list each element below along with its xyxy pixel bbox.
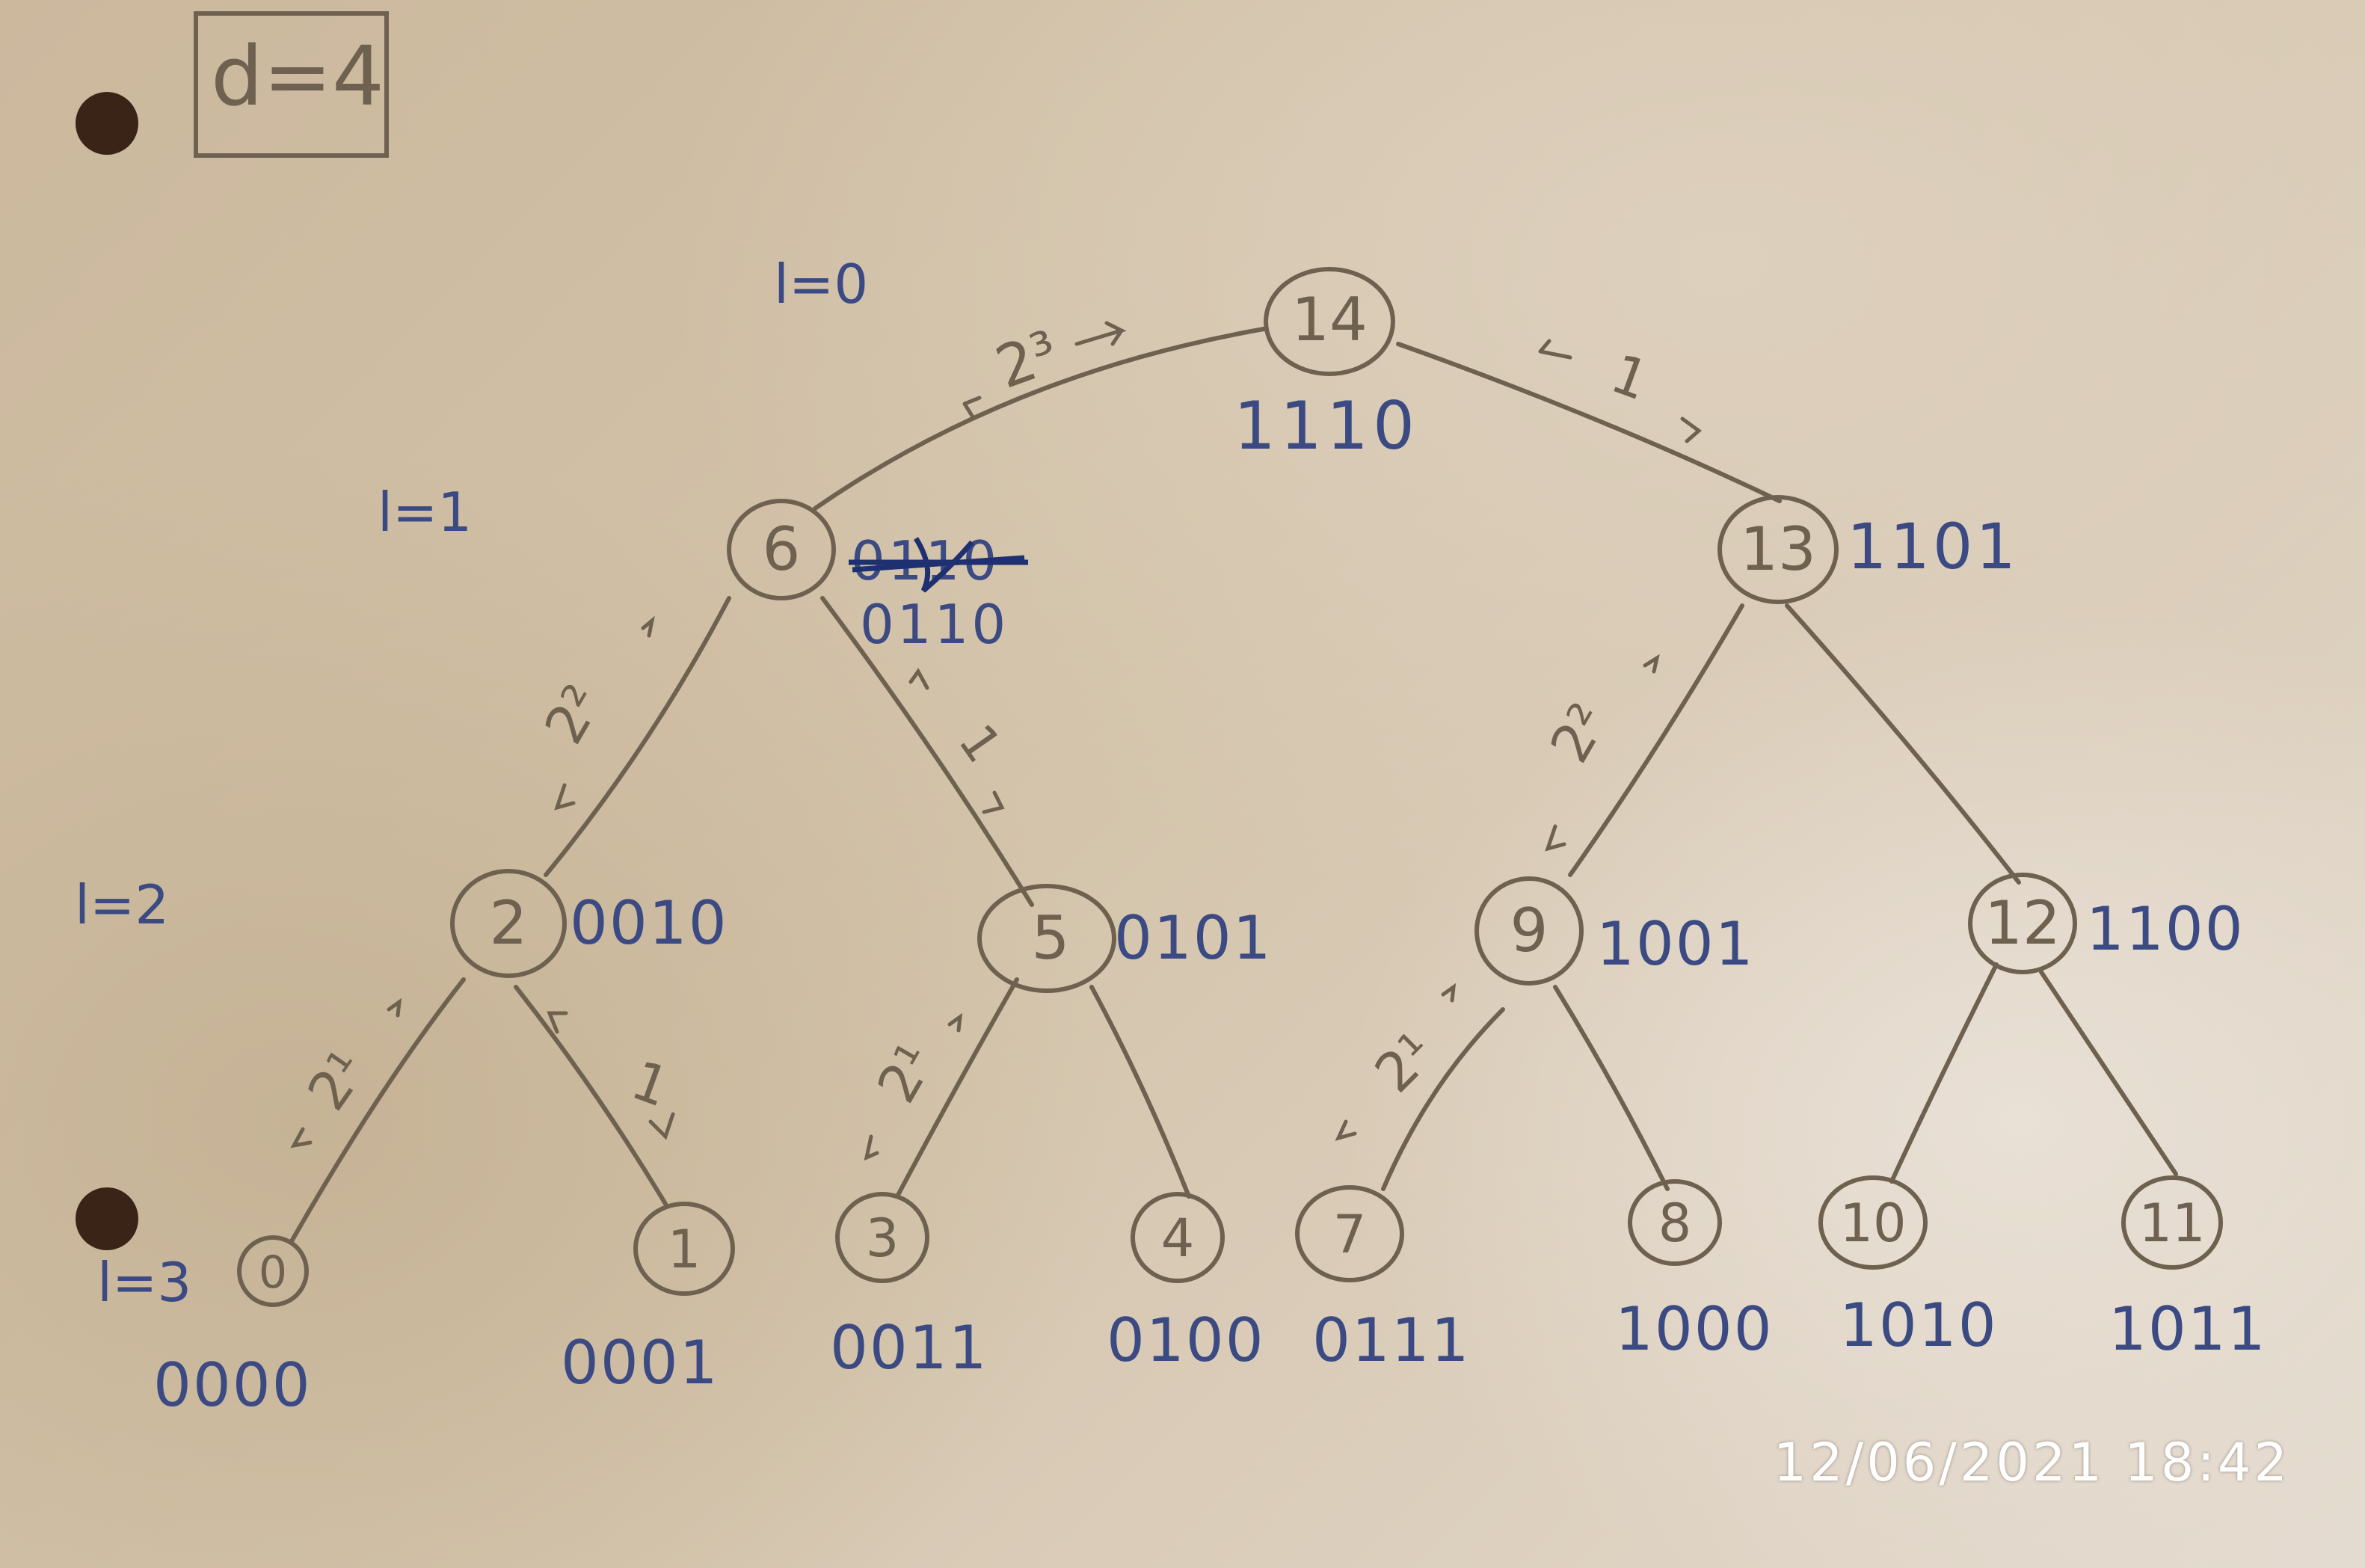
photo-timestamp: 12/06/2021 18:42 [1773, 1432, 2290, 1493]
edge-label-n5-left: 2¹ [865, 1033, 947, 1113]
node-7-code: 0111 [1312, 1306, 1471, 1375]
node-6-code: 0110 [860, 593, 1009, 656]
node-6-value: 6 [763, 514, 801, 584]
edge-9-8 [1553, 985, 1670, 1191]
node-14-circle [1264, 267, 1395, 376]
node-3-circle [835, 1192, 929, 1283]
node-11-code: 1011 [2109, 1294, 2267, 1364]
node-4-value: 4 [1161, 1208, 1195, 1269]
node-12-value: 12 [1984, 888, 2061, 958]
node-13-circle [1717, 495, 1839, 604]
node-8-code: 1000 [1615, 1294, 1774, 1364]
binder-hole-top [76, 92, 138, 155]
edge-label-root-right: 1 [1603, 342, 1657, 413]
edge-label-root-left: 2³ [988, 319, 1068, 402]
edge-2-1 [514, 985, 668, 1206]
node-12-code: 1100 [2086, 894, 2245, 964]
node-4-circle [1131, 1192, 1225, 1283]
edge-12-11 [2039, 970, 2178, 1176]
edge-12-10 [1889, 962, 1999, 1184]
node-11-circle [2121, 1175, 2223, 1270]
edge-13-9 [1568, 603, 1744, 877]
node-7-circle [1295, 1185, 1404, 1282]
edge-label-n2-left: 2¹ [295, 1039, 379, 1121]
node-10-value: 10 [1839, 1193, 1906, 1254]
node-12-circle [1968, 873, 2077, 974]
node-2-code: 0010 [570, 888, 728, 958]
edge-5-4 [1089, 985, 1191, 1199]
edge-arrows [290, 321, 1703, 1161]
node-5-circle [977, 884, 1116, 993]
node-0-value: 0 [259, 1246, 287, 1299]
edge-14-6 [813, 327, 1266, 511]
node-9-code: 1001 [1596, 909, 1755, 979]
node-6-circle [727, 499, 836, 600]
edge-label-n6-right: 1 [947, 714, 1012, 773]
node-1-value: 1 [668, 1219, 701, 1280]
edge-5-3 [895, 977, 1019, 1199]
node-10-code: 1010 [1839, 1291, 1998, 1360]
node-5-code: 0101 [1114, 903, 1273, 973]
edge-13-12 [1785, 603, 2021, 885]
edge-label-n6-left: 2² [532, 674, 615, 754]
node-0-code: 0000 [153, 1350, 312, 1420]
edge-9-7 [1381, 1007, 1505, 1191]
node-8-value: 8 [1658, 1193, 1692, 1254]
node-3-value: 3 [866, 1208, 899, 1269]
edge-6-2 [544, 596, 731, 877]
node-1-circle [633, 1202, 735, 1296]
node-9-circle [1474, 876, 1584, 986]
d-label-box [194, 11, 389, 158]
edge-label-n13-left: 2² [1538, 693, 1620, 773]
node-14-value: 14 [1291, 285, 1368, 354]
node-11-value: 11 [2138, 1193, 2205, 1254]
node-7-value: 7 [1333, 1204, 1367, 1265]
node-2-circle [450, 869, 567, 978]
node-0-circle [237, 1235, 309, 1307]
edge-2-0 [289, 977, 466, 1243]
node-10-circle [1818, 1175, 1928, 1270]
d-label: d=4 [211, 28, 384, 124]
node-13-code: 1101 [1847, 510, 2019, 583]
edge-6-5 [820, 596, 1034, 907]
node-14-code: 1110 [1234, 387, 1419, 464]
node-2-value: 2 [490, 888, 528, 958]
node-8-circle [1628, 1179, 1722, 1266]
level-label-1: l=1 [378, 481, 472, 544]
edge-14-13 [1396, 342, 1782, 503]
node-4-code: 0100 [1107, 1306, 1265, 1375]
binder-hole-bottom [76, 1187, 138, 1250]
level-label-3: l=3 [97, 1251, 191, 1314]
node-5-value: 5 [1032, 903, 1070, 973]
level-label-0: l=0 [774, 253, 868, 316]
node-13-value: 13 [1740, 514, 1816, 584]
edge-label-n2-right: 1 [624, 1048, 677, 1119]
node-3-code: 0011 [830, 1313, 988, 1383]
level-label-2: l=2 [75, 873, 169, 936]
strikethrough-scribble [849, 537, 1028, 593]
node-9-value: 9 [1510, 896, 1549, 965]
node-1-code: 0001 [561, 1328, 719, 1398]
